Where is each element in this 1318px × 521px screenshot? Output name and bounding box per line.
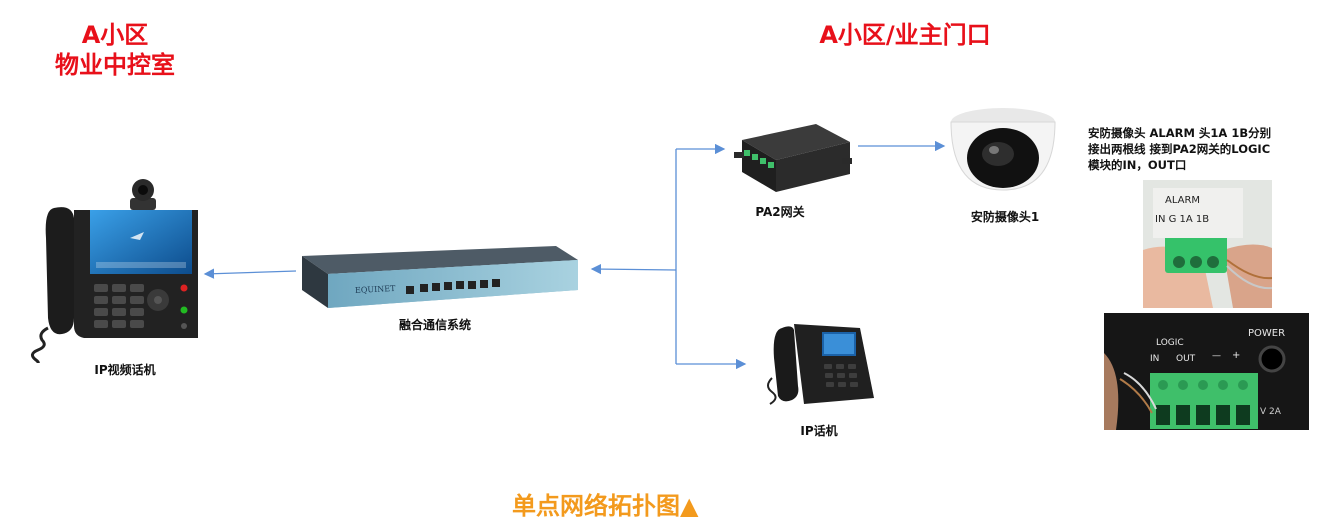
right-title: A小区/业主门口 [819,21,991,49]
alarm-label: ALARM [1165,195,1201,206]
logic-in-label: IN [1150,354,1160,364]
wiring-note-line2: 接出两根线 接到PA2网关的LOGIC [1088,142,1271,156]
left-title-line2: 物业中控室 [55,51,175,79]
left-title-line1: A小区 [81,21,149,49]
label-pa2-gateway: PA2网关 [755,205,805,219]
alarm-pins: IN G 1A 1B [1155,214,1210,225]
diagram-caption: 单点网络拓扑图▲ [512,492,699,520]
wiring-note-line1: 安防摄像头 ALARM 头1A 1B分别 [1088,126,1272,140]
power-label: POWER [1248,328,1286,339]
label-camera: 安防摄像头1 [970,210,1040,224]
ip-phone-image [767,324,874,405]
logic-plus-label: + [1232,350,1241,361]
comm-system-image [302,246,578,308]
ip-video-phone-image [31,179,198,363]
wiring-note-line3: 模块的IN，OUT口 [1088,158,1187,172]
security-camera-image [950,108,1056,191]
label-video-phone: IP视频话机 [94,363,156,377]
logic-terminal-photo: LOGIC IN OUT — + POWER V 2A [1104,313,1309,430]
label-comm-system: 融合通信系统 [398,318,471,332]
link-trunk [590,263,677,275]
logic-label: LOGIC [1156,338,1184,348]
logic-out-label: OUT [1176,354,1196,364]
alarm-connector-photo: ALARM IN G 1A 1B [1143,180,1272,308]
volt-label: V 2A [1260,407,1281,417]
pa2-gateway-image [734,124,852,192]
link-system-to-videophone [203,268,297,279]
logic-minus-label: — [1212,351,1221,361]
wiring-note: 安防摄像头 ALARM 头1A 1B分别 接出两根线 接到PA2网关的LOGIC… [1088,125,1313,173]
label-ip-phone: IP话机 [800,424,838,438]
